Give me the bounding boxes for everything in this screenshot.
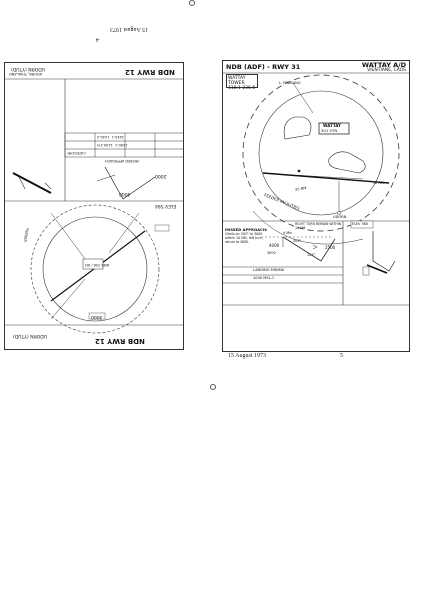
footer-date: 15 August 1973 <box>228 353 267 359</box>
missed-approach-text: Climb on 303° to 3000 within 10 NM, left… <box>225 232 263 244</box>
table-row1-a: 1240-1 <box>115 143 128 147</box>
side-label: 10 NM <box>373 181 384 185</box>
table-row2-c: 1240-2 <box>97 135 110 139</box>
left-airport-sub: UDORN, THAILAND <box>9 72 43 76</box>
elev-value: 560 <box>361 222 369 226</box>
elev-label: ELEV 560 <box>352 222 368 226</box>
missed-approach-title: MISSED APPROACH: <box>225 227 268 232</box>
left-title-bottom: NDB RWY 12 <box>95 337 145 345</box>
tower-label: WATTAY TOWER <box>228 76 246 86</box>
left-table-row-1: 1240-1 1240-1½ <box>97 143 127 147</box>
tower-freq: 118.1 236.6 <box>228 86 256 91</box>
table-row2-a: 1240-1 <box>111 135 125 139</box>
left-table-row-2: 1240-1 1240-2 <box>97 135 124 139</box>
right-plate-drawing <box>223 72 409 306</box>
footer-page-number: 5 <box>340 353 343 359</box>
left-airport-bottom: UDORN (YTUD) <box>13 333 47 338</box>
profile-course-2: 123° <box>307 253 316 257</box>
profile-alt-4000: 4000 <box>269 243 280 248</box>
right-title: NDB (ADF) - RWY 31 <box>226 63 301 71</box>
left-alt-2000: 2000 <box>155 173 167 178</box>
table-header-category: CATEGORY <box>67 151 86 155</box>
left-plate-drawing <box>5 78 183 334</box>
left-title-top: NDB RWY 12 <box>125 68 175 76</box>
profile-alt-2500: 2500 <box>325 245 336 250</box>
right-location: VIENTIANE, LAOS <box>367 68 406 73</box>
binder-hole-bottom <box>210 384 216 390</box>
fix-prabang: L. PRABANG <box>279 81 301 85</box>
ndb-name: WATTAY <box>323 123 341 128</box>
ndb-ident: 301 VTN <box>321 128 338 133</box>
header-date: 15 August 1973 <box>110 26 149 32</box>
landing-minima-value: 1040 MSL-1 <box>253 276 275 280</box>
binder-hole-top <box>189 0 195 6</box>
tower-box: WATTAY TOWER 118.1 236.6 <box>226 74 258 91</box>
left-elev: ELEV 584 <box>155 203 177 208</box>
table-row1-b: 1240-1½ <box>97 143 113 147</box>
left-missed-approach: MISSED APPROACH <box>105 159 139 163</box>
left-airport-top: UDORN (YTUD) <box>11 66 45 71</box>
profile-time: 4 Min <box>283 231 293 235</box>
left-alt-3000: 3000 <box>91 314 103 319</box>
left-table-header: CATEGORY <box>67 151 86 155</box>
elev-text: ELEV <box>352 222 361 226</box>
left-freq: NDB 338 / UD <box>85 263 110 267</box>
right-approach-plate: NDB (ADF) - RWY 31 WATTAY A/D VIENTIANE,… <box>222 60 410 352</box>
right-turn-note: RIGHT TURN REMAIN WITHIN 10 NM <box>295 222 342 230</box>
profile-alt-3000: 3000 <box>267 251 276 255</box>
profile-course-1: 303° <box>293 239 302 243</box>
landing-minima-label: LANDING MINIMA <box>253 268 285 272</box>
left-alt-4000: 4000 <box>119 191 131 196</box>
right-airport: WATTAY A/D <box>361 61 406 69</box>
left-approach-plate: NDB RWY 12 UDORN (YTUD) UDORN, THAILAND … <box>4 62 184 350</box>
fix-udorn: UDORN <box>333 215 347 219</box>
header-page-number: 4 <box>96 36 99 42</box>
